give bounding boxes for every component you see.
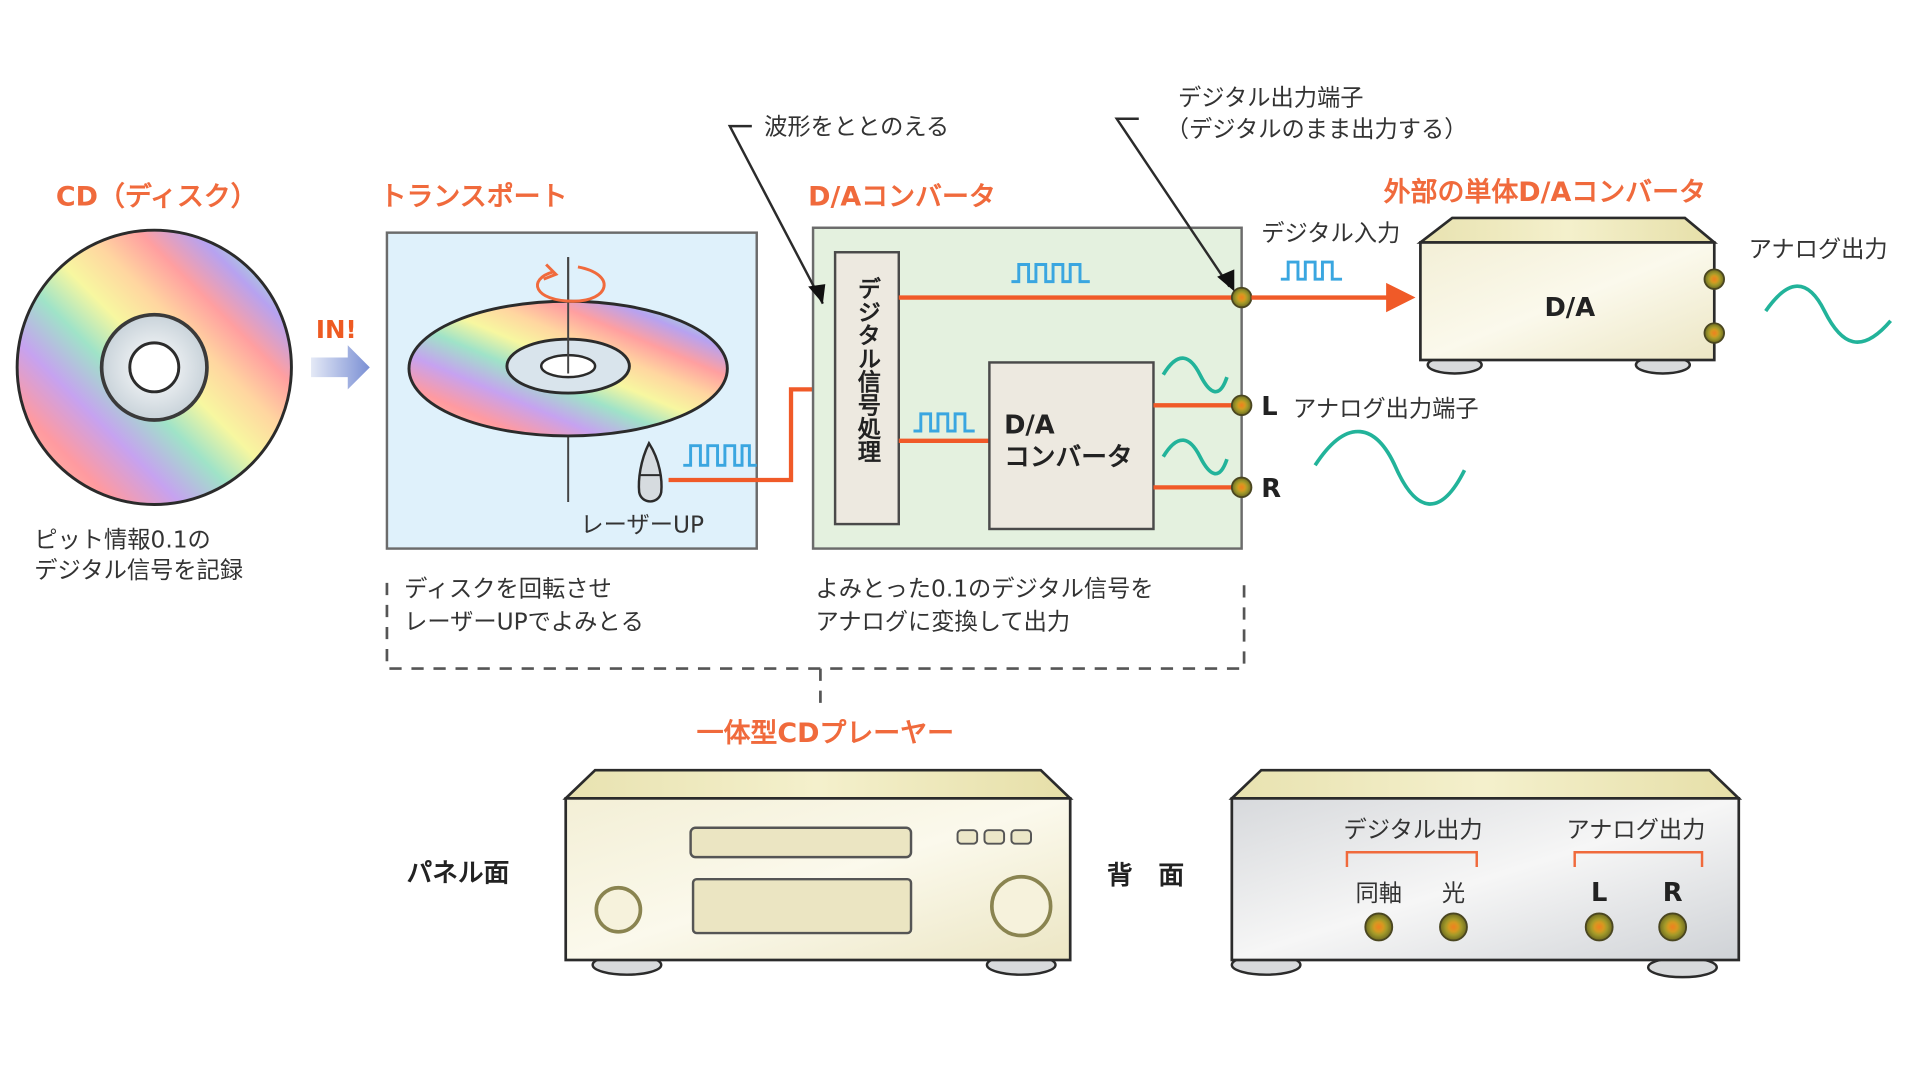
- callout-analog-out-terminal: アナログ出力端子: [1293, 395, 1479, 422]
- digital-wave-mid: [913, 412, 975, 433]
- digital-wave-external: [1280, 260, 1343, 281]
- transport-caption-line2: レーザーUPでよみとる: [404, 608, 644, 635]
- callout-waveform-label: 波形をととのえる: [764, 114, 949, 141]
- da-chip-label-line2: コンバータ: [1004, 442, 1133, 472]
- analog-wave-l: [1161, 356, 1229, 394]
- analog-wave-r: [1161, 438, 1229, 476]
- digital-wave-transport: [683, 444, 757, 467]
- external-analog-output-label: アナログ出力: [1749, 236, 1888, 263]
- laser-pickup-icon: [637, 440, 663, 503]
- external-da-box-label: D/A: [1544, 293, 1595, 323]
- rotation-arrow-icon: [536, 263, 606, 303]
- back-optical-label: 光: [1442, 880, 1465, 907]
- back-panel-label: 背 面: [1107, 861, 1184, 891]
- cd-caption-line1: ピット情報0.1の: [34, 526, 210, 553]
- external-da-unit: [1416, 216, 1725, 375]
- laser-label: レーザーUP: [580, 512, 704, 539]
- analog-wave-output: [1313, 429, 1467, 506]
- external-da-title: 外部の単体D/Aコンバータ: [1384, 176, 1706, 208]
- digital-out-jack-icon: [1230, 286, 1253, 309]
- digital-wave-top: [1011, 263, 1090, 284]
- da-caption-line2: アナログに変換して出力: [816, 608, 1071, 635]
- callout-digital-out-line2: （デジタルのまま出力する）: [1166, 116, 1468, 143]
- dsp-label: デジタル信号処理: [853, 276, 881, 463]
- back-coax-label: 同軸: [1356, 880, 1403, 907]
- cd-disc-icon: [15, 228, 293, 506]
- dsp-block: [833, 251, 900, 526]
- callout-digital-out: [1114, 117, 1235, 292]
- back-l-label: L: [1591, 878, 1607, 908]
- cd-player-back-panel: [1228, 768, 1743, 979]
- in-arrow-icon: [311, 345, 370, 390]
- front-panel-label: パネル面: [407, 859, 510, 889]
- back-analog-output-label: アナログ出力: [1566, 817, 1705, 844]
- in-label: IN!: [316, 315, 357, 344]
- da-caption-line1: よみとった0.1のデジタル信号を: [816, 575, 1154, 602]
- arrow-to-external-icon: [1386, 282, 1416, 313]
- analog-out-jack-r-icon: [1230, 476, 1253, 499]
- cd-player-front-panel: [562, 768, 1074, 976]
- cd-caption-line2: デジタル信号を記録: [34, 557, 243, 584]
- integrated-player-title: 一体型CDプレーヤー: [697, 718, 954, 749]
- back-digital-output-label: デジタル出力: [1344, 817, 1483, 844]
- integrated-player-bracket: [385, 582, 1246, 670]
- terminal-l-label: L: [1261, 392, 1277, 422]
- cd-title: CD（ディスク）: [56, 181, 258, 213]
- external-analog-wave: [1764, 284, 1893, 344]
- transport-title: トランスポート: [380, 182, 568, 213]
- callout-waveform: [727, 124, 826, 305]
- da-converter-title: D/Aコンバータ: [808, 182, 996, 213]
- digital-input-label: デジタル入力: [1261, 220, 1400, 247]
- back-r-label: R: [1663, 878, 1683, 908]
- transport-caption-line1: ディスクを回転させ: [404, 575, 612, 602]
- analog-out-jack-l-icon: [1230, 394, 1253, 417]
- terminal-r-label: R: [1261, 474, 1281, 504]
- da-chip-label-line1: D/A: [1004, 410, 1055, 440]
- da-chip-block: [988, 361, 1155, 531]
- callout-digital-out-line1: デジタル出力端子: [1178, 84, 1364, 111]
